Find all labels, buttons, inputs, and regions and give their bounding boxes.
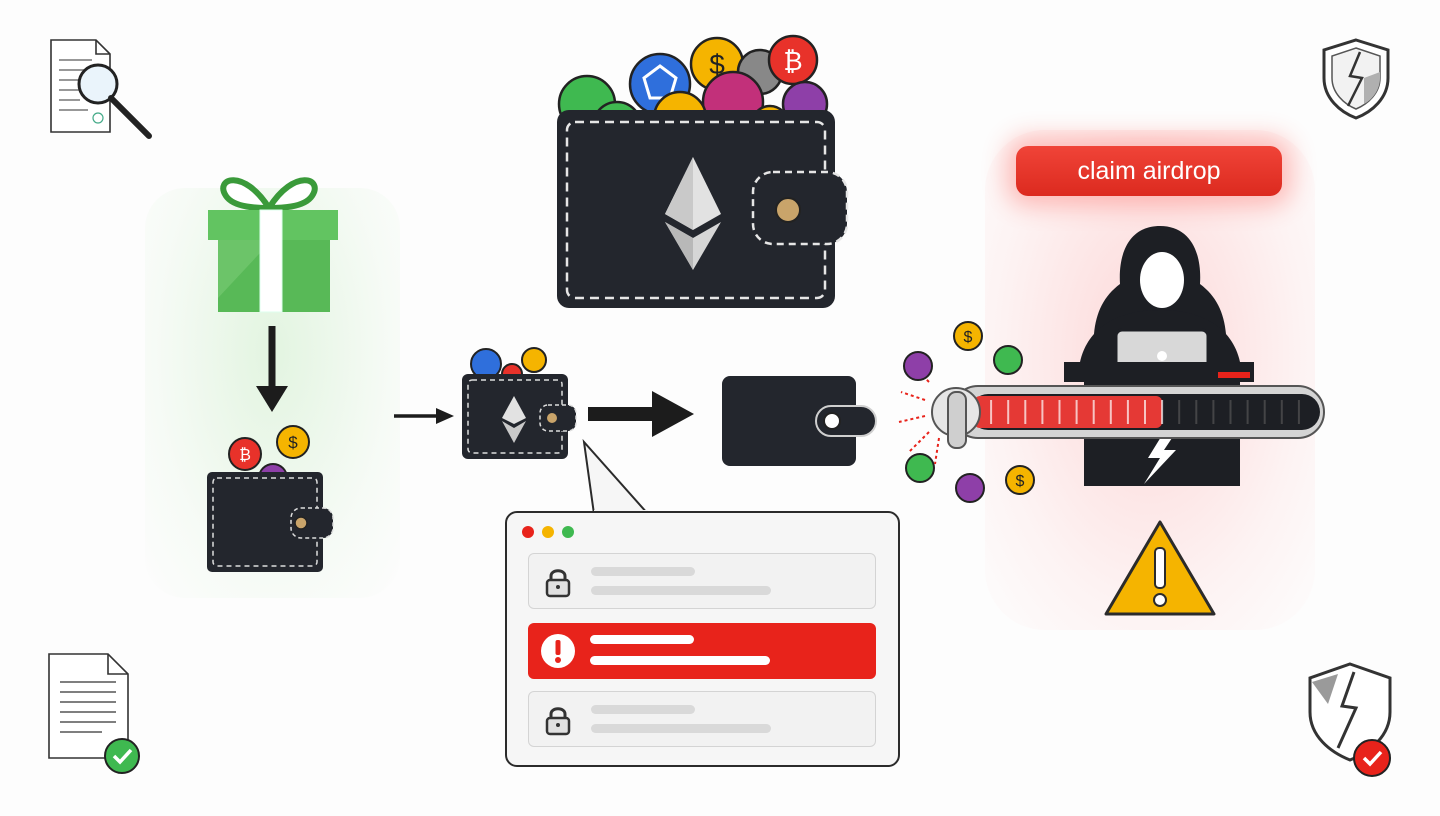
audit-document-icon — [50, 39, 152, 139]
browser-minimize-dot[interactable] — [542, 526, 554, 538]
svg-text:$: $ — [964, 329, 973, 346]
lock-icon — [545, 707, 571, 736]
placeholder-line — [590, 635, 694, 644]
hacker-icon — [1064, 226, 1254, 486]
claim-airdrop-button[interactable]: claim airdrop — [1016, 146, 1282, 196]
document-check-icon — [48, 653, 140, 774]
wallet-icon: ₿ $ — [207, 425, 334, 572]
svg-text:₿: ₿ — [783, 46, 802, 76]
list-item-alert[interactable] — [528, 623, 876, 679]
crypto-coin-icon: $ — [1005, 465, 1035, 495]
shield-broken-icon — [1322, 38, 1390, 120]
gift-icon — [208, 177, 338, 313]
arrow-icon — [256, 326, 288, 412]
browser-pointer — [582, 438, 651, 515]
lock-icon — [545, 569, 571, 598]
arrow-icon — [588, 391, 694, 437]
wallet-icon — [722, 376, 877, 466]
placeholder-line — [591, 724, 771, 733]
wallet-icon: $ ₿ — [557, 34, 849, 308]
crypto-coin-icon — [955, 473, 985, 503]
crypto-coin-icon — [905, 453, 935, 483]
arrow-icon — [394, 408, 454, 424]
crypto-coin-icon: $ — [953, 321, 983, 351]
browser-window — [505, 511, 900, 767]
crypto-coin-icon — [993, 345, 1023, 375]
crypto-coin-icon — [903, 351, 933, 381]
warning-icon — [1104, 520, 1216, 616]
browser-maximize-dot[interactable] — [562, 526, 574, 538]
svg-text:$: $ — [1016, 473, 1025, 490]
shield-broken-check-icon — [1308, 662, 1392, 777]
placeholder-line — [591, 705, 695, 714]
browser-close-dot[interactable] — [522, 526, 534, 538]
placeholder-line — [591, 567, 695, 576]
svg-text:₿: ₿ — [239, 446, 251, 464]
list-item[interactable] — [528, 553, 876, 609]
placeholder-line — [591, 586, 771, 595]
placeholder-line — [590, 656, 770, 665]
svg-text:$: $ — [709, 49, 725, 80]
drain-progress-bar — [931, 385, 1325, 449]
list-item[interactable] — [528, 691, 876, 747]
wallet-icon — [462, 347, 577, 459]
alert-icon — [541, 634, 575, 668]
svg-text:$: $ — [288, 433, 298, 452]
